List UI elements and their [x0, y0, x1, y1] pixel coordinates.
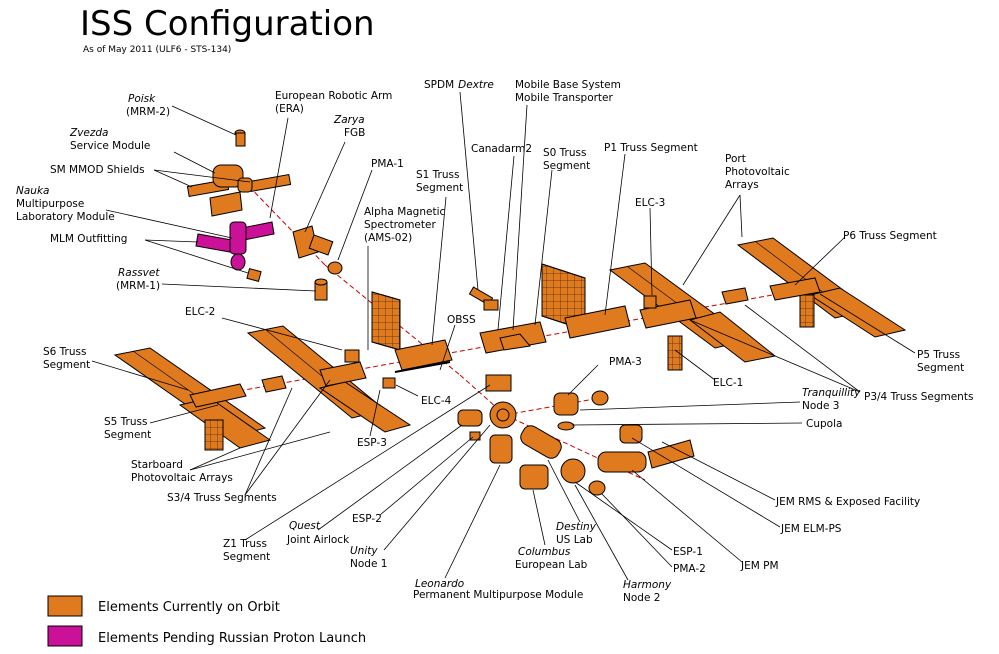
label-starboard-l2: Photovoltaic Arrays — [131, 472, 233, 484]
label-elc3: ELC-3 — [635, 197, 665, 209]
label-p1: P1 Truss Segment — [604, 142, 698, 154]
label-era-l2: (ERA) — [275, 103, 304, 115]
label-z1-l2: Segment — [223, 551, 270, 563]
label-quest-name: Quest — [289, 520, 321, 532]
label-spdm: SPDM Dextre — [424, 79, 494, 91]
legend-swatch-pending — [47, 625, 83, 647]
us-segment — [457, 374, 695, 496]
label-starboard-l1: Starboard — [131, 459, 183, 471]
label-cupola: Cupola — [806, 418, 842, 430]
label-jem-pm: JEM PM — [740, 560, 779, 572]
russian-segment — [186, 129, 343, 301]
label-destiny-desc: US Lab — [556, 534, 593, 546]
label-nauka-l2: Laboratory Module — [16, 211, 115, 223]
label-destiny-name: Destiny — [556, 521, 597, 533]
label-unity-name: Unity — [350, 545, 378, 557]
label-s5-l2: Segment — [104, 429, 151, 441]
label-era-l1: European Robotic Arm — [275, 90, 392, 102]
label-dextre: Dextre — [458, 79, 494, 91]
label-mbs-l2: Mobile Transporter — [515, 92, 614, 104]
legend-label-orbit: Elements Currently on Orbit — [98, 600, 280, 615]
page-title: ISS Configuration — [80, 4, 375, 44]
label-leonardo-desc: Permanent Multipurpose Module — [413, 589, 583, 601]
label-canadarm2: Canadarm2 — [471, 143, 532, 155]
label-pma2: PMA-2 — [673, 563, 706, 575]
label-pma1: PMA-1 — [371, 158, 404, 170]
label-p34: P3/4 Truss Segments — [864, 391, 973, 403]
label-port-l3: Arrays — [725, 179, 759, 191]
label-port-l2: Photovoltaic — [725, 166, 790, 178]
label-elc2: ELC-2 — [185, 306, 215, 318]
truss-backbone — [189, 277, 821, 408]
label-mbs-l1: Mobile Base System — [515, 79, 621, 91]
label-leonardo-name: Leonardo — [415, 578, 464, 590]
label-unity-node: Node 1 — [350, 558, 387, 570]
label-s6-l1: S6 Truss — [43, 346, 86, 358]
legend-label-pending: Elements Pending Russian Proton Launch — [98, 631, 366, 646]
label-jem-elm: JEM ELM-PS — [780, 523, 842, 535]
label-elc1: ELC-1 — [713, 377, 743, 389]
label-zvezda-desc: Service Module — [70, 140, 150, 152]
label-columbus-desc: European Lab — [515, 559, 588, 571]
label-harmony-node: Node 2 — [623, 592, 660, 604]
label-harmony-name: Harmony — [623, 579, 672, 591]
starboard-arrays — [113, 325, 412, 449]
label-p6: P6 Truss Segment — [843, 230, 937, 242]
label-z1-l1: Z1 Truss — [223, 538, 267, 550]
label-p5-l2: Segment — [917, 362, 964, 374]
robotics — [394, 286, 531, 373]
page-subtitle: As of May 2011 (ULF6 - STS-134) — [83, 45, 231, 55]
label-pma3: PMA-3 — [609, 356, 642, 368]
label-zarya-code: FGB — [344, 127, 365, 139]
label-mmod: SM MMOD Shields — [50, 164, 145, 176]
label-ams-l3: (AMS-02) — [364, 232, 412, 244]
label-obss: OBSS — [447, 314, 476, 326]
label-jem-rms: JEM RMS & Exposed Facility — [775, 496, 920, 508]
labels: Poisk (MRM-2) Zvezda Service Module SM M… — [16, 79, 973, 604]
label-poisk-name: Poisk — [128, 93, 156, 105]
label-s1-l2: Segment — [416, 182, 463, 194]
label-esp1: ESP-1 — [673, 546, 703, 558]
label-tranquility-name: Tranquillity — [802, 387, 861, 399]
label-zarya-name: Zarya — [333, 114, 365, 126]
label-columbus-name: Columbus — [518, 546, 571, 558]
label-nauka-l1: Multipurpose — [16, 198, 84, 210]
mlm-outfitting-part — [246, 268, 262, 282]
label-poisk-code: (MRM-2) — [126, 106, 170, 118]
label-s0-l2: Segment — [543, 160, 590, 172]
legend: Elements Currently on Orbit Elements Pen… — [47, 595, 366, 647]
label-mlm-outfitting: MLM Outfitting — [50, 233, 127, 245]
leader-lines — [91, 91, 916, 581]
label-s34: S3/4 Truss Segments — [167, 492, 277, 504]
label-elc4: ELC-4 — [421, 395, 452, 407]
label-s0-l1: S0 Truss — [543, 147, 586, 159]
label-tranquility-node: Node 3 — [802, 400, 839, 412]
label-quest-desc: Joint Airlock — [286, 534, 350, 546]
label-ams-l2: Spectrometer — [364, 219, 436, 231]
label-s1-l1: S1 Truss — [416, 169, 459, 181]
label-esp3: ESP-3 — [357, 437, 387, 449]
label-nauka-name: Nauka — [16, 185, 49, 197]
label-spdm-text: SPDM — [424, 79, 454, 91]
label-rassvet-code: (MRM-1) — [116, 280, 160, 292]
nauka-module — [195, 221, 275, 271]
label-rassvet-name: Rassvet — [118, 267, 160, 279]
label-s5-l1: S5 Truss — [104, 416, 147, 428]
radiator-panels — [204, 263, 815, 451]
label-port-l1: Port — [725, 153, 746, 165]
label-zvezda-name: Zvezda — [69, 127, 108, 139]
label-ams-l1: Alpha Magnetic — [364, 206, 445, 218]
label-p5-l1: P5 Truss — [917, 349, 960, 361]
legend-swatch-orbit — [47, 595, 83, 617]
label-s6-l2: Segment — [43, 359, 90, 371]
label-esp2: ESP-2 — [352, 513, 382, 525]
